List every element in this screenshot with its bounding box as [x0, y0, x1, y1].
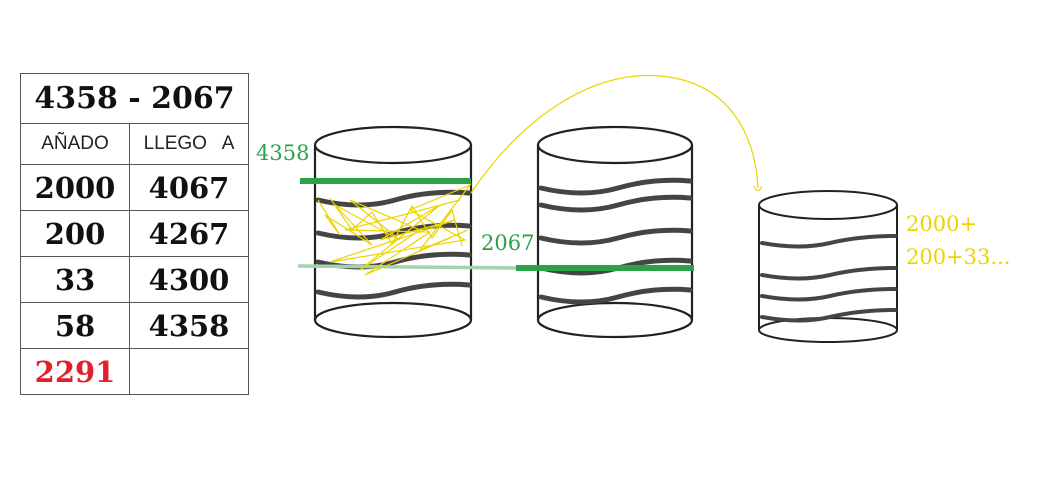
table-row: 2000 4067 — [20, 164, 249, 211]
table-row: 33 4300 — [20, 256, 249, 303]
label-sum-line1: 2000+ — [906, 212, 978, 236]
table-row: 2291 — [20, 348, 249, 395]
empty-cell — [129, 348, 249, 395]
subtraction-table: 4358 - 2067 AÑADO LLEGO A 2000 4067 200 … — [20, 73, 249, 395]
table-title: 4358 - 2067 — [20, 73, 249, 124]
total-cell: 2291 — [20, 348, 130, 395]
level-markers — [297, 178, 694, 271]
table-row: 200 4267 — [20, 210, 249, 257]
reach-cell: 4067 — [129, 164, 249, 211]
label-second-value: 2067 — [481, 231, 535, 255]
level-line-2067-faint — [297, 264, 517, 270]
added-cell: 200 — [20, 210, 130, 257]
header-reach: LLEGO A — [129, 123, 249, 165]
reach-cell: 4300 — [129, 256, 249, 303]
added-cell: 58 — [20, 302, 130, 349]
label-first-value: 4358 — [256, 141, 310, 165]
table-row: 58 4358 — [20, 302, 249, 349]
label-sum-line2: 200+33... — [906, 245, 1011, 269]
reach-cell: 4358 — [129, 302, 249, 349]
header-added: AÑADO — [20, 123, 130, 165]
cylinder-subtrahend — [536, 125, 694, 339]
cylinder-difference — [758, 190, 898, 343]
reach-cell: 4267 — [129, 210, 249, 257]
added-cell: 33 — [20, 256, 130, 303]
difference-scribble — [317, 74, 763, 276]
